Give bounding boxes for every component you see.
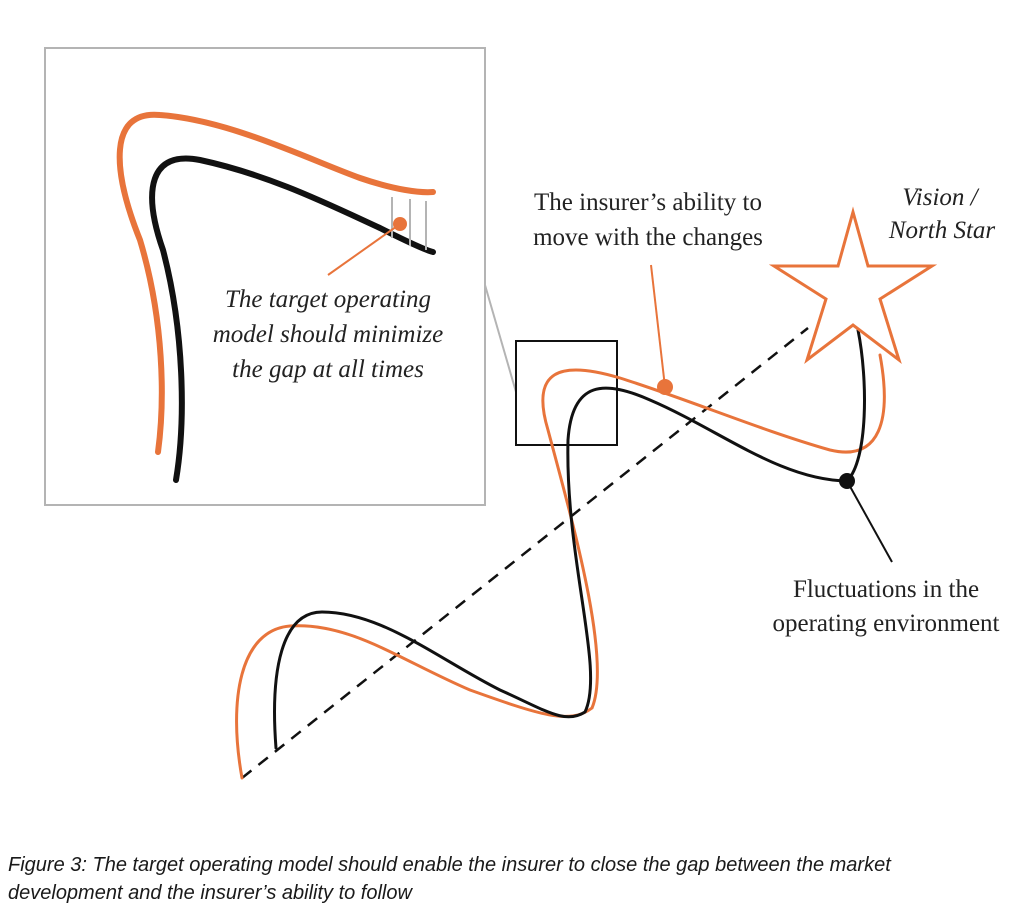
caption-line2: development and the insurer’s ability to… (8, 882, 412, 904)
insurer-ability-curve (235, 353, 886, 780)
operating-environment-curve (273, 328, 866, 750)
inset-orange-curve (116, 111, 436, 455)
vision-label-line2: North Star (888, 217, 996, 244)
caption-line1: Figure 3: The target operating model sho… (8, 854, 891, 876)
figure-caption: Figure 3: The target operating model sho… (8, 851, 1018, 907)
ability-leader-line (650, 264, 666, 388)
ability-label-line1: The insurer’s ability to (534, 189, 762, 216)
inset-frame (44, 47, 486, 506)
ability-label-line2: move with the changes (533, 224, 763, 251)
inset-gap-dot (393, 217, 407, 231)
fluctuations-leader-line (846, 480, 893, 563)
inset-black-curve (149, 155, 436, 483)
inset-leader-line (327, 223, 401, 276)
vision-label-line1: Vision / (902, 184, 979, 211)
fluctuations-label-line1: Fluctuations in the (793, 576, 979, 603)
zoom-box (515, 340, 618, 446)
inset-text-line1: The target operating (225, 286, 431, 313)
trend-dashed-line (241, 327, 809, 779)
fluctuations-dot (839, 473, 855, 489)
inset-connector-line (484, 284, 517, 393)
north-star-icon (768, 206, 938, 365)
inset-text-line3: the gap at all times (232, 356, 424, 383)
inset-text-line2: model should minimize (213, 321, 444, 348)
ability-dot (657, 379, 673, 395)
fluctuations-label-line2: operating environment (772, 610, 999, 637)
